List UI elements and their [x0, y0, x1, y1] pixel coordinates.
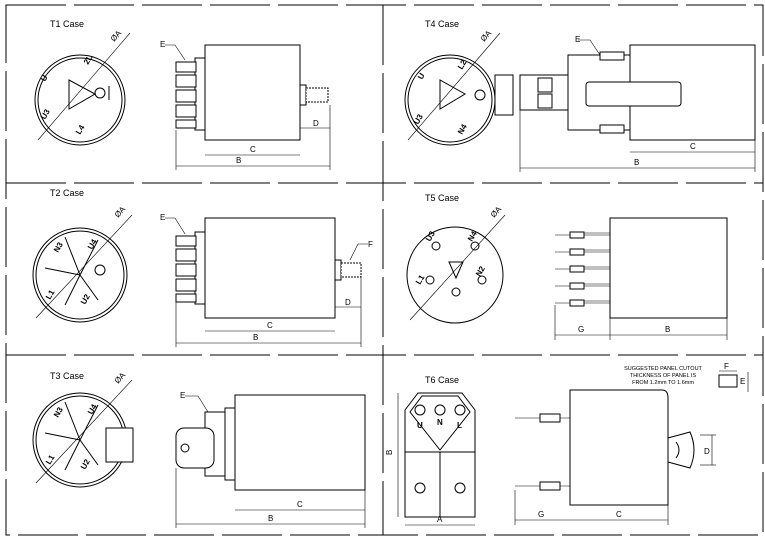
t4-side-view: E C B [519, 35, 756, 172]
cutout-dim-e: E [740, 377, 745, 386]
t2-pin-label: N3 [52, 240, 65, 254]
t6-dim-b: B [385, 450, 394, 455]
t2-dim-a: ØA [113, 204, 128, 219]
t3-pin-label: L1 [44, 453, 57, 466]
t4-dim-b: B [634, 158, 639, 167]
t6-pin-label: U [417, 421, 423, 430]
cutout-note-line-1: SUGGESTED PANEL CUTOUT [624, 366, 702, 372]
t3-pin-label: N3 [52, 405, 65, 419]
t5-case-panel: T5 Case ØA U3 N4 L1 N2 [406, 193, 728, 340]
t5-pin-label: L1 [414, 273, 427, 286]
t2-dim-f: F [368, 240, 373, 249]
t2-dim-c: C [267, 321, 273, 330]
t6-front-view: N U L B A [385, 392, 476, 526]
t5-pin-label: N4 [466, 229, 479, 243]
cutout-note-line-2: THICKNESS OF PANEL IS [630, 373, 697, 379]
cutout-dim-f: F [724, 362, 729, 371]
t1-side-view: E D C B [160, 40, 331, 170]
t2-dim-d: D [345, 298, 351, 307]
t1-pin-label: U3 [39, 107, 52, 121]
t6-side-view: D G C [514, 389, 716, 525]
t1-dim-b: B [236, 156, 241, 165]
t1-dim-c: C [250, 145, 256, 154]
t1-dim-d: D [313, 119, 319, 128]
t2-pin-label: U4 [86, 237, 99, 251]
t6-dim-a: A [437, 515, 443, 524]
t6-title: T6 Case [425, 375, 459, 385]
t2-side-view: E F D C B [160, 213, 373, 347]
t2-pin-label: L1 [44, 288, 57, 301]
cutout-rectangle [718, 374, 738, 388]
t1-title: T1 Case [50, 19, 84, 29]
t5-dim-a: ØA [489, 204, 504, 219]
t2-case-panel: T2 Case ØA N3 U4 L1 U2 E [32, 188, 373, 347]
t4-front-view: ØA L2 U U3 N4 [404, 28, 514, 146]
t5-title: T5 Case [425, 193, 459, 203]
t3-title: T3 Case [50, 371, 84, 381]
cutout-note-line-3: FROM 1.2mm TO 1.6mm [632, 380, 694, 386]
t4-case-panel: T4 Case ØA L2 U U3 N4 E C [404, 19, 756, 172]
t5-dim-g: G [578, 325, 584, 334]
t3-pin-label: U2 [79, 457, 92, 471]
t1-front-view: ØA 2L U U3 L4 [34, 28, 131, 146]
t2-dim-b: B [253, 333, 258, 342]
t4-dim-e: E [575, 35, 580, 44]
t4-pin-label: L2 [456, 58, 469, 71]
t1-pin-label: L4 [74, 123, 87, 136]
t6-pin-label: N [437, 418, 443, 427]
t5-front-view: ØA U3 N4 L1 N2 [406, 204, 506, 324]
t5-dim-b: B [665, 325, 670, 334]
t6-dim-d: D [704, 447, 710, 456]
panel-cutout-note: SUGGESTED PANEL CUTOUT THICKNESS OF PANE… [624, 362, 749, 392]
sheet-frame [5, 4, 764, 536]
t4-title: T4 Case [425, 19, 459, 29]
t6-dim-g: G [538, 510, 544, 519]
t6-case-panel: T6 Case N U L B A D [385, 362, 749, 526]
t1-pin-label: U [39, 73, 50, 83]
t6-dim-c: C [616, 510, 622, 519]
t3-front-view: ØA N3 U4 L1 U2 [32, 370, 134, 488]
t1-pin-label: 2L [82, 53, 95, 66]
t5-side-view: G B [554, 217, 728, 340]
t6-pin-label: L [457, 421, 462, 430]
t4-pin-label: U3 [412, 112, 425, 126]
t3-dim-e: E [180, 391, 185, 400]
t3-dim-b: B [268, 514, 273, 523]
t4-pin-label: N4 [456, 122, 469, 136]
t2-pin-label: U2 [79, 292, 92, 306]
t3-case-panel: T3 Case ØA N3 U4 L1 U2 E C B [32, 370, 366, 528]
t1-case-panel: T1 Case ØA 2L U U3 L4 E [34, 19, 331, 170]
t4-pin-label: U [416, 71, 427, 81]
t4-dim-c: C [690, 142, 696, 151]
t3-dim-a: ØA [113, 370, 128, 385]
t4-dim-a: ØA [479, 28, 494, 43]
t1-dim-a: ØA [109, 28, 124, 43]
t2-dim-e: E [160, 213, 165, 222]
t2-front-view: ØA N3 U4 L1 U2 [32, 204, 133, 323]
t3-dim-c: C [297, 500, 303, 509]
t3-side-view: E C B [175, 391, 366, 528]
t3-pin-label: U4 [86, 402, 99, 416]
t1-dim-e: E [160, 40, 165, 49]
t2-title: T2 Case [50, 188, 84, 198]
t5-pin-label: N2 [474, 264, 487, 278]
